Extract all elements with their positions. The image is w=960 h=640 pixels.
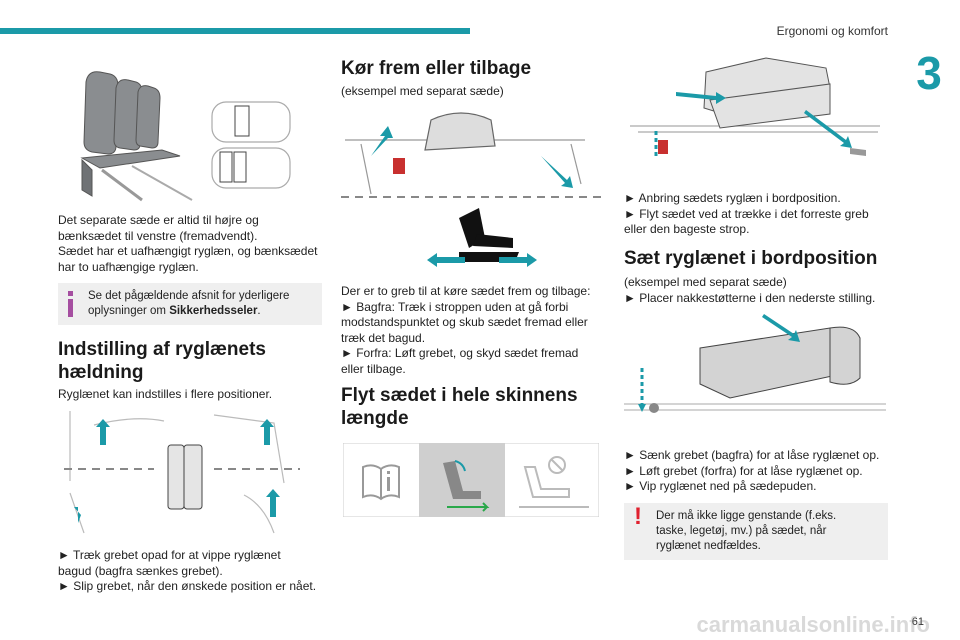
step-line: ► Flyt sædet ved at trække i det forrest…	[624, 206, 869, 221]
step-line: bagud (bagfra sænkes grebet).	[58, 563, 223, 578]
info-box: Se det pågældende afsnit for yderligere …	[58, 283, 322, 325]
page-number: 61	[911, 616, 924, 628]
backrest-illustration	[64, 411, 300, 534]
seat-slide-rail-illustration	[630, 57, 880, 156]
text-line: Der er to greb til at køre sædet frem og…	[341, 284, 591, 298]
text-line: ► Bagfra: Træk i stroppen uden at gå for…	[341, 299, 569, 314]
seat-slide-icon	[443, 460, 490, 512]
text-line: eller tilbage.	[341, 361, 406, 376]
slide-seat-illustration	[341, 112, 603, 267]
warning-line: taske, legetøj, mv.) på sædet, når	[656, 525, 827, 537]
warning-line: ryglænet nedfældes.	[656, 540, 761, 552]
warning-line: Der må ikke ligge genstande (f.eks.	[656, 510, 837, 522]
subheading: (eksempel med separat sæde)	[341, 84, 504, 98]
heading-forward-back: Kør frem eller tilbage	[341, 58, 532, 79]
intro-line: bænksædet til venstre (fremadvendt).	[58, 228, 258, 243]
warning-icon: !	[634, 503, 642, 530]
heading-table-position: Sæt ryglænet i bordposition	[624, 248, 878, 269]
icon-strip	[343, 443, 599, 517]
step-line: ► Træk grebet opad for at vippe ryglænet	[58, 548, 281, 562]
intro-line: har to uafhængige ryglæn.	[58, 259, 199, 274]
book-info-icon	[362, 464, 400, 501]
heading-full-rail: længde	[341, 408, 409, 429]
step-line: ► Vip ryglænet ned på sædepuden.	[624, 479, 817, 493]
intro-line: Sædet har et uafhængigt ryglæn, og bænks…	[58, 244, 318, 258]
seat-crossed-icon	[519, 456, 589, 508]
text-line: modstandspunktet og skub sædet fremad el…	[341, 315, 588, 329]
heading-backrest: Indstilling af ryglænets	[58, 339, 266, 360]
info-icon	[68, 291, 73, 317]
heading-full-rail: Flyt sædet i hele skinnens	[341, 385, 578, 406]
step-line: ► Slip grebet, når den ønskede position …	[58, 579, 317, 593]
info-line: Se det pågældende afsnit for yderligere	[88, 290, 290, 302]
header-bar	[0, 28, 470, 34]
text-line: ► Forfra: Løft grebet, og skyd sædet fre…	[341, 346, 579, 360]
section-title: Ergonomi og komfort	[776, 24, 888, 38]
step-line: ► Placer nakkestøtterne i den nederste s…	[624, 290, 876, 305]
seats-illustration	[80, 71, 291, 202]
step-line: eller den bageste strop.	[624, 222, 750, 236]
text-line: Ryglænet kan indstilles i flere position…	[58, 387, 273, 401]
warning-box: ! Der må ikke ligge genstande (f.eks. ta…	[624, 503, 888, 560]
watermark: carmanualsonline.info	[696, 612, 931, 637]
info-link: Sikkerhedsseler	[169, 305, 258, 317]
subheading: (eksempel med separat sæde)	[624, 275, 787, 289]
info-text: oplysninger om	[88, 305, 170, 317]
intro-line: Det separate sæde er altid til højre og	[58, 213, 259, 227]
chapter-number: 3	[898, 34, 960, 112]
step-line: ► Anbring sædets ryglæn i bordposition.	[624, 191, 841, 205]
text-line: træk det bagud.	[341, 330, 426, 345]
heading-backrest: hældning	[58, 362, 144, 383]
table-position-illustration	[624, 314, 886, 413]
step-line: ► Løft grebet (forfra) for at låse ryglæ…	[624, 463, 863, 478]
step-line: ► Sænk grebet (bagfra) for at låse ryglæ…	[624, 448, 880, 462]
